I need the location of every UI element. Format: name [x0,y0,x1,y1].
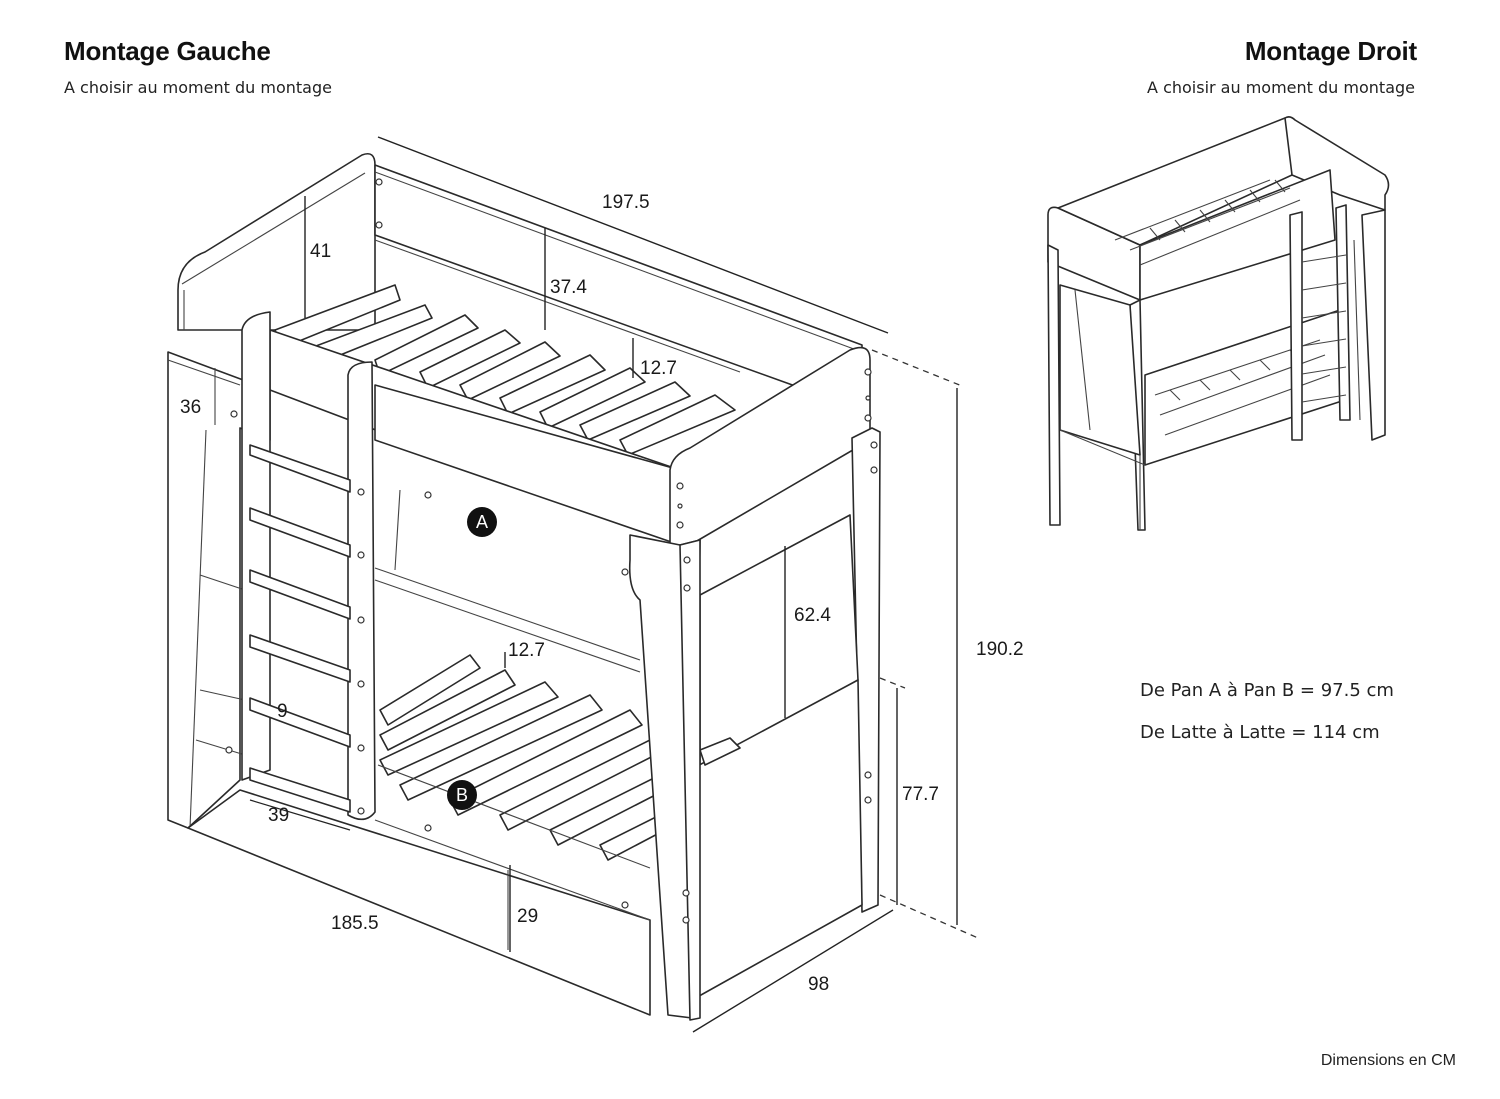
dim-ladder-width: 39 [268,805,289,826]
dim-upper-guard: 12.7 [640,358,677,379]
front-center-post [628,534,701,1021]
title-montage-gauche: Montage Gauche [64,36,271,66]
dim-headboard-height: 41 [310,241,331,262]
lower-front-rail [187,789,651,1016]
bunk-bed-right-assembly-thumbnail [1047,116,1390,531]
ladder [241,311,376,821]
dim-total-height: 190.2 [976,639,1024,660]
subtitle-montage-gauche: A choisir au moment du montage [64,78,332,97]
marker-a-label: A [476,512,488,532]
dim-side-rail-upper: 37.4 [550,277,587,298]
dimension-lines [249,136,979,1033]
right-side-panel [689,514,863,1001]
dim-length-total: 197.5 [602,192,650,213]
dim-depth: 98 [808,974,829,995]
lower-slats [377,654,741,869]
marker-b: B [447,780,477,810]
dim-ladder-step: 9 [277,701,288,722]
subtitle-montage-droit: A choisir au moment du montage [1147,78,1415,97]
dim-lower-bed-height: 77.7 [902,784,939,805]
dim-ladder-end-panel: 36 [180,397,201,418]
dim-lower-guard: 12.7 [508,640,545,661]
footer-units-note: Dimensions en CM [1320,1052,1456,1069]
note-pan-distance: De Pan A à Pan B = 97.5 cm [1140,680,1394,701]
upper-footboard [669,346,872,546]
marker-a: A [467,507,497,537]
note-latte-distance: De Latte à Latte = 114 cm [1140,722,1380,743]
upper-back-rail [374,164,863,411]
dim-base-length: 185.5 [331,913,379,934]
lower-bed-rail [374,489,641,673]
title-montage-droit: Montage Droit [1244,36,1417,66]
dim-drawer-height: 29 [517,906,538,927]
dim-lower-gap: 62.4 [794,605,831,626]
marker-b-label: B [456,785,468,805]
